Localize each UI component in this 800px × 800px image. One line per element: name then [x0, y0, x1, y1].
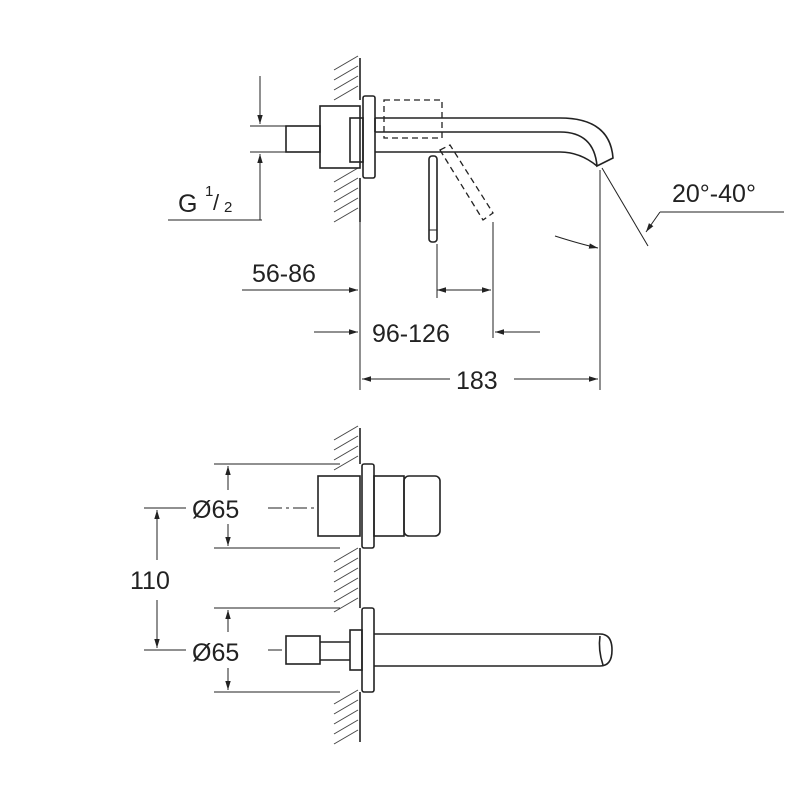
spout: [375, 117, 614, 168]
thread-label: G: [178, 190, 197, 218]
thread-connection: [285, 125, 321, 153]
wall-hatch-line: [333, 455, 359, 471]
wall-hatch-line: [333, 719, 359, 735]
dim-handle-diameter-value: Ø65: [192, 496, 239, 524]
wall-hatch-line: [333, 699, 359, 715]
wall-section-top: [333, 55, 361, 223]
dim-spacing-value: 110: [130, 567, 170, 595]
wall-hatch-line: [333, 85, 359, 101]
dim-wall-depth: 56-86: [242, 260, 358, 293]
wall-hatch-line: [333, 577, 359, 593]
wall-hatch-line: [333, 177, 359, 193]
dim-handle-offset: 96-126: [314, 222, 540, 348]
dim-spout-diameter: Ø65: [192, 607, 340, 693]
dim-handle-diameter: Ø65: [192, 463, 340, 549]
wall-hatch-line: [333, 567, 359, 583]
dim-spout-length: 183: [359, 170, 601, 395]
spout-body-front: [285, 607, 613, 693]
svg-text:/: /: [213, 190, 220, 215]
wall-hatch-line: [333, 435, 359, 451]
wall-hatch-line: [333, 65, 359, 81]
thread-numerator: 1: [205, 183, 213, 200]
wall-hatch-line: [333, 55, 359, 71]
wall-hatch-line: [333, 557, 359, 573]
wall-hatch-line: [333, 709, 359, 725]
wall-hatch-line: [333, 75, 359, 91]
dim-spout-angle: 20°-40°: [554, 167, 784, 249]
wall-section-bottom: [333, 425, 361, 745]
wall-hatch-line: [333, 597, 359, 613]
mounting-flange: [319, 95, 376, 179]
dim-wall-depth-value: 56-86: [252, 260, 316, 288]
handle-rotated-dashed: [383, 99, 494, 221]
dim-spout-length-value: 183: [456, 367, 498, 395]
side-view: G 1 / 2 56-86 96-126 183: [168, 55, 784, 395]
handle-lever: [428, 155, 438, 243]
dim-spout-diameter-value: Ø65: [192, 639, 239, 667]
thread-denominator: 2: [224, 199, 232, 216]
wall-hatch-line: [333, 587, 359, 603]
dim-spacing: 110: [130, 507, 186, 651]
wall-hatch-line: [333, 207, 359, 223]
handle-body: [317, 463, 441, 549]
dim-handle-offset-value: 96-126: [372, 320, 450, 348]
wall-hatch-line: [333, 547, 359, 563]
dim-spout-angle-value: 20°-40°: [672, 180, 756, 208]
front-view: Ø65 110 Ø65: [130, 425, 613, 745]
wall-hatch-line: [333, 187, 359, 203]
dim-thread: G 1 / 2: [168, 76, 286, 221]
wall-hatch-line: [333, 689, 359, 705]
wall-hatch-line: [333, 729, 359, 745]
wall-hatch-line: [333, 425, 359, 441]
wall-hatch-line: [333, 167, 359, 183]
wall-hatch-line: [333, 445, 359, 461]
wall-hatch-line: [333, 197, 359, 213]
